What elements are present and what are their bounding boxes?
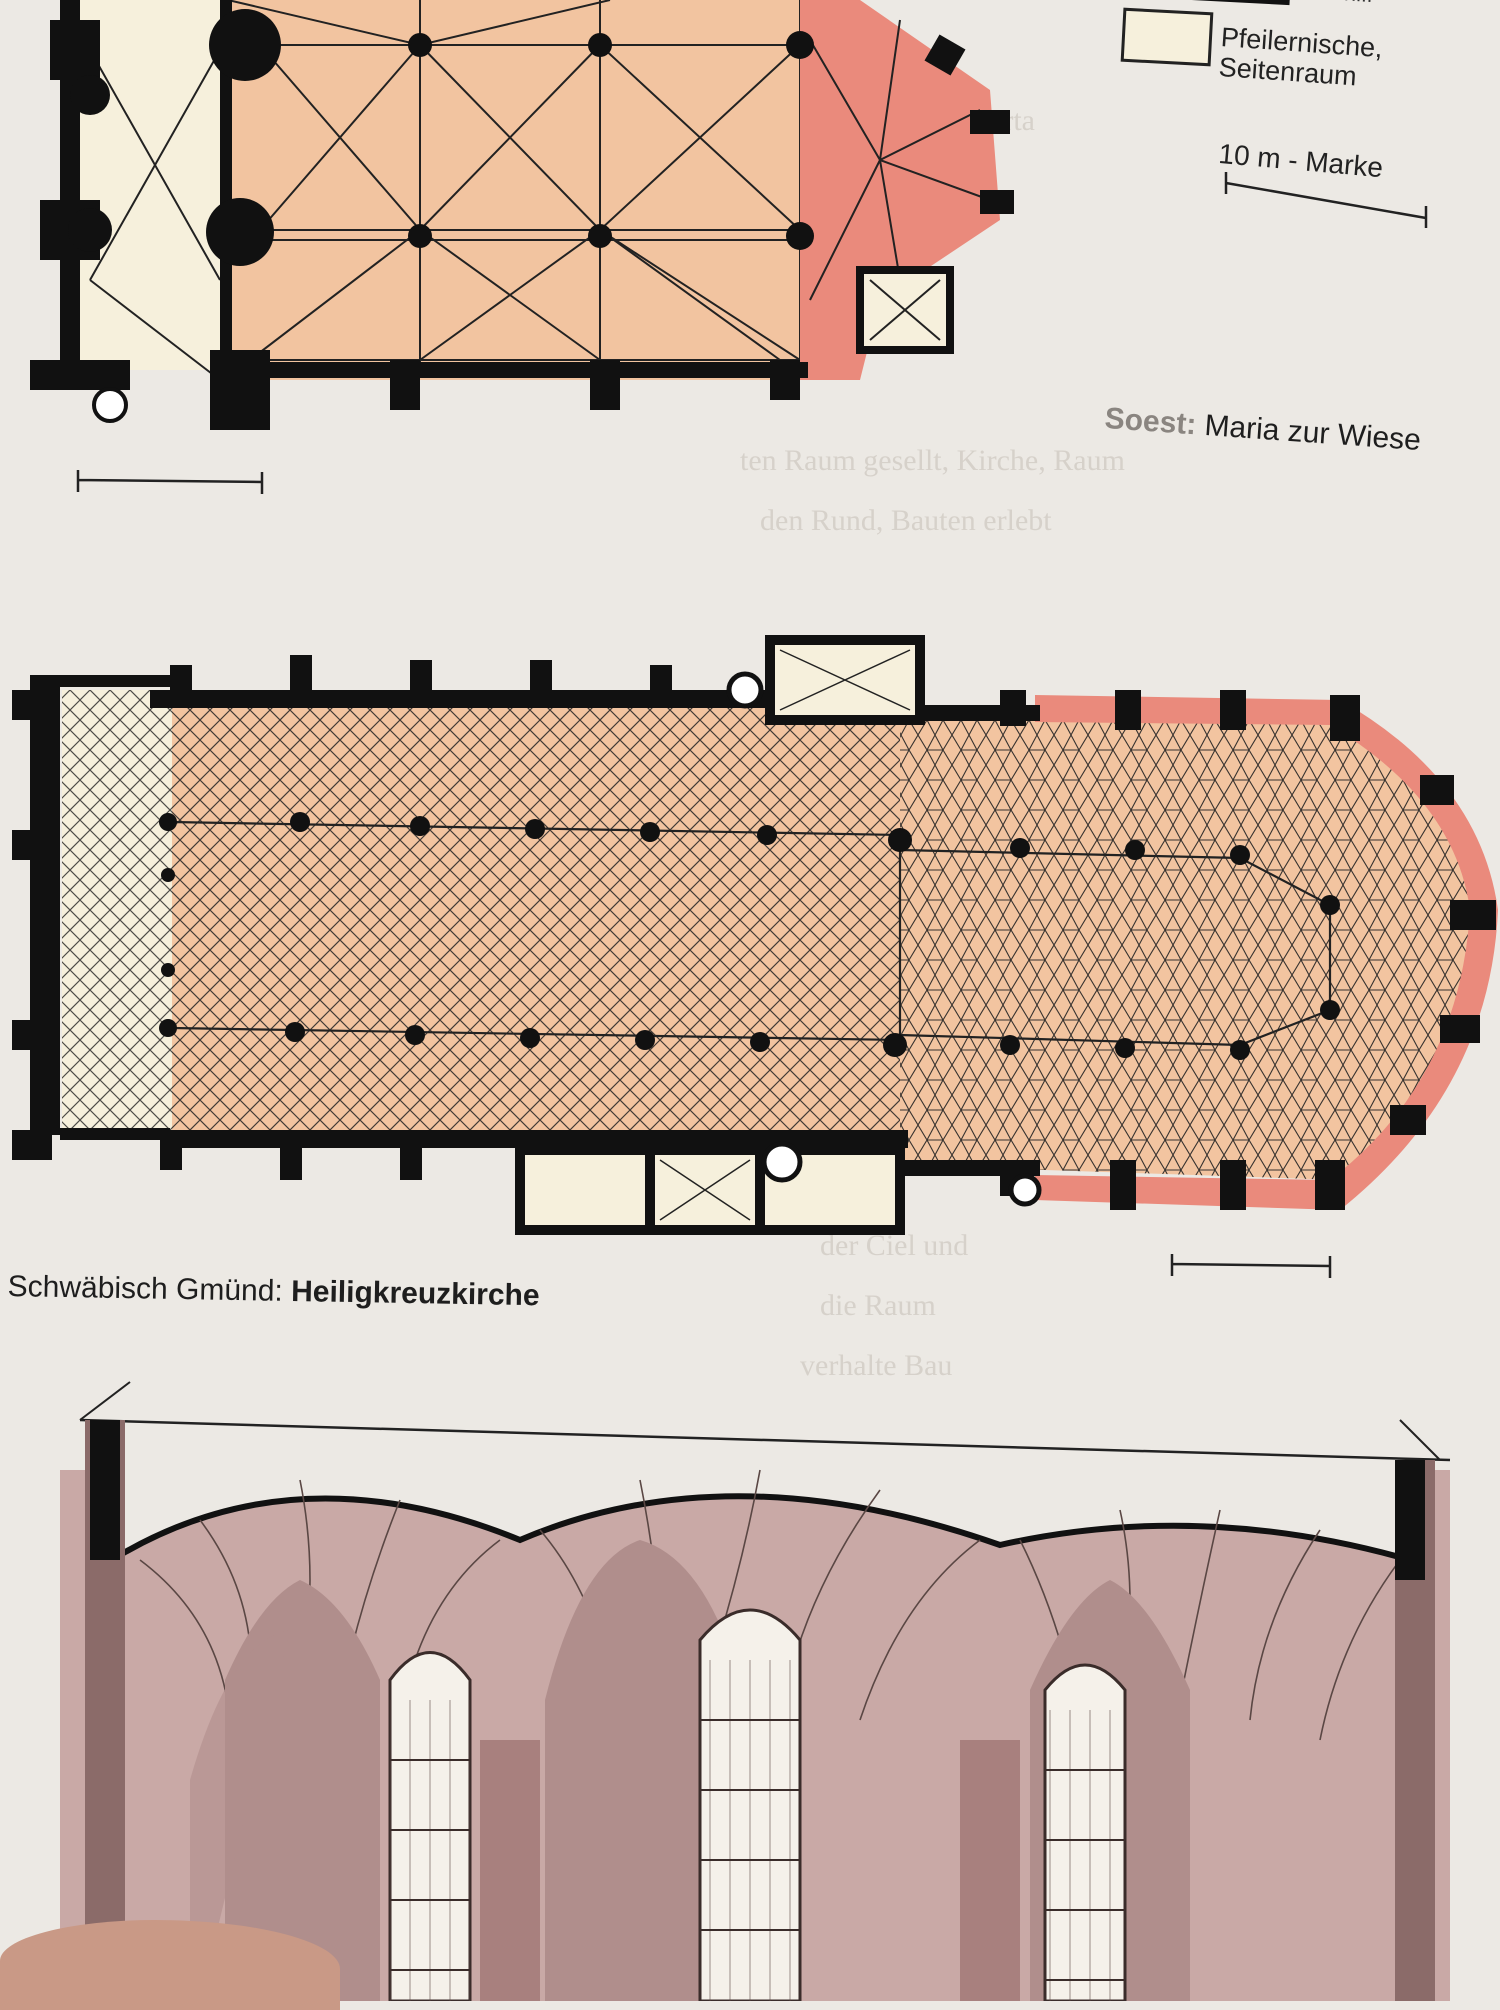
soest-nave xyxy=(228,0,808,380)
soest-scale-bar xyxy=(76,470,264,494)
stair-icon xyxy=(761,1141,803,1183)
bleed-text: ten Raum gesellt, Kirche, Raum xyxy=(740,444,1125,477)
stair-icon xyxy=(726,671,764,709)
section-piers xyxy=(480,1740,1020,2001)
gmuend-floor-plan xyxy=(12,635,1498,1278)
gmuend-south-porch xyxy=(515,1145,655,1235)
caption-gmuend-prefix: Schwäbisch Gmünd: xyxy=(7,1270,284,1308)
stair-icon xyxy=(1008,1173,1042,1207)
legend-swatch-niche xyxy=(1120,7,1214,67)
soest-choir xyxy=(800,0,1000,380)
soest-floor-plan xyxy=(30,0,1014,494)
legend-scale-bar xyxy=(1224,172,1428,228)
soest-pier xyxy=(206,198,274,266)
soest-walls xyxy=(30,0,1014,430)
gmuend-cross-section xyxy=(60,1381,1451,2001)
soest-pier xyxy=(209,9,281,81)
gmuend-piers xyxy=(159,812,1340,1060)
gmuend-scale-bar xyxy=(1170,1254,1332,1278)
bleed-text: den Rund, Bauten erlebt xyxy=(760,504,1052,537)
stair-icon xyxy=(92,387,128,423)
caption-gmuend-name: Heiligkreuzkirche xyxy=(290,1274,540,1313)
caption-soest-prefix: Soest: xyxy=(1103,402,1198,442)
finger xyxy=(0,1920,340,2010)
bleed-text: die Raum xyxy=(820,1289,936,1322)
bleed-text: verhalte Bau xyxy=(800,1349,953,1382)
